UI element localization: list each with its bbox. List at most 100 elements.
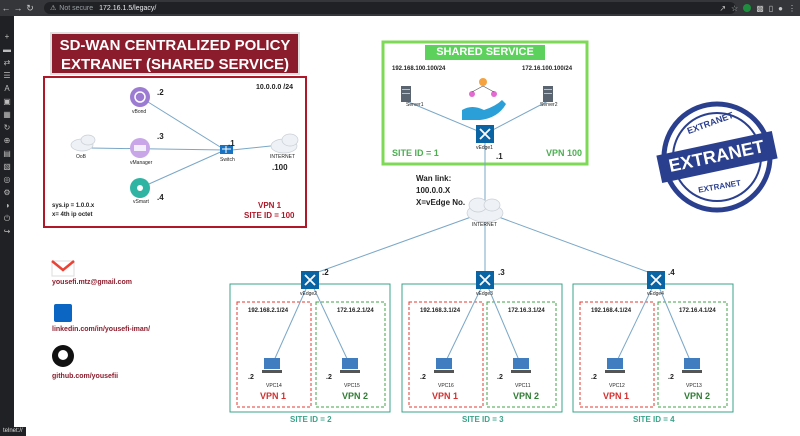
mgmt-internet-label[interactable]: INTERNET	[270, 154, 295, 160]
github-icon	[52, 345, 74, 367]
site3-pc2-ip: .2	[497, 374, 503, 381]
site3-edge-ip: .3	[498, 268, 505, 277]
text-icon[interactable]: A	[4, 84, 10, 93]
gmail-icon	[51, 260, 75, 277]
switch-label[interactable]: Switch	[220, 157, 235, 163]
back-icon[interactable]: ←	[1, 3, 11, 13]
email-text[interactable]: yousefi.mtz@gmail.com	[52, 279, 132, 286]
site2-vpn1-net: 192.168.2.1/24	[248, 308, 289, 314]
site4-vpn2-label: VPN 2	[684, 391, 711, 401]
site2-pc1-label[interactable]: VPC14	[266, 383, 282, 389]
mgmt-vpn: VPN 1	[258, 201, 282, 210]
refresh-icon[interactable]: ↻	[3, 123, 11, 132]
mgmt-subnet: 10.0.0.0 /24	[256, 84, 293, 91]
wan-line1: Wan link:	[416, 174, 452, 183]
title-line2: EXTRANET (SHARED SERVICE)	[60, 56, 290, 73]
site3-edge-label[interactable]: vEdge3	[476, 291, 493, 297]
sidepanel-icon[interactable]: ▯	[768, 3, 774, 13]
menu-icon[interactable]: ⋮	[788, 3, 796, 13]
site2-pc2-label[interactable]: VPC15	[344, 383, 360, 389]
site3-pc1-ip: .2	[420, 374, 426, 381]
vedge4-icon	[647, 271, 665, 289]
vedge1-ip: .1	[496, 152, 503, 161]
vbond-icon	[130, 87, 150, 107]
site4-id: SITE ID = 4	[633, 415, 675, 424]
puzzle-icon[interactable]: ▩	[756, 3, 764, 13]
vpc16-icon	[434, 358, 454, 373]
site2-vpn2-label: VPN 2	[342, 391, 369, 401]
zoom-icon[interactable]: ⊕	[3, 136, 11, 145]
wan-line3: X=vEdge No.	[416, 198, 466, 207]
site2-vpn1-box	[236, 301, 312, 408]
extranet-stamp-icon	[656, 101, 778, 213]
mgmt-internet-ip: .100	[272, 163, 288, 172]
vmanager-label[interactable]: vManager	[130, 160, 153, 166]
site2-id: SITE ID = 2	[290, 415, 332, 424]
logout-icon[interactable]: ↪	[3, 227, 11, 236]
reload-icon[interactable]: ↻	[26, 3, 34, 13]
vpc13-icon	[682, 358, 702, 373]
site3-box	[401, 283, 563, 413]
server1-icon	[401, 86, 411, 102]
title-line1: SD-WAN CENTRALIZED POLICY	[59, 37, 291, 54]
site2-pc2-ip: .2	[326, 374, 332, 381]
site4-pc2-label[interactable]: VPC13	[686, 383, 702, 389]
server2-label[interactable]: Server2	[540, 102, 558, 108]
diagram-title: SD-WAN CENTRALIZED POLICY EXTRANET (SHAR…	[50, 32, 300, 75]
url-text[interactable]: 172.16.1.5/legacy/	[99, 4, 157, 12]
list-icon[interactable]: ☰	[3, 71, 11, 80]
profile-icon[interactable]: ●	[778, 3, 783, 13]
site3-pc2-label[interactable]: VPC11	[515, 383, 531, 389]
shared-vpn: VPN 100	[546, 148, 583, 158]
site3-id: SITE ID = 3	[462, 415, 504, 424]
vsmart-label[interactable]: vSmart	[133, 199, 149, 205]
share-icon[interactable]: ↗	[719, 3, 727, 13]
vbond-label[interactable]: vBond	[132, 109, 147, 115]
site2-edge-ip: .2	[322, 268, 329, 277]
site2-edge-label[interactable]: vEdge2	[300, 291, 317, 297]
node-icon[interactable]: ▬	[3, 45, 11, 54]
theme-icon[interactable]: ◑	[4, 201, 10, 210]
site4-vpn2-net: 172.16.4.1/24	[679, 308, 716, 314]
settings-icon[interactable]: ⚙	[3, 188, 11, 197]
wan-internet-label[interactable]: INTERNET	[472, 222, 497, 228]
power-icon[interactable]: ⏻	[3, 214, 11, 223]
sys-ip-note: x= 4th ip octet	[52, 212, 93, 218]
mgmt-site-id: SITE ID = 100	[244, 211, 295, 220]
site3-pc1-label[interactable]: VPC16	[438, 383, 454, 389]
vbond-ip: .2	[157, 88, 164, 97]
site2-box	[229, 283, 391, 413]
site3-vpn1-box	[408, 301, 484, 408]
links	[89, 96, 693, 366]
vpc12-icon	[605, 358, 625, 373]
server1-label[interactable]: Server1	[406, 102, 424, 108]
vpc14-icon	[262, 358, 282, 373]
add-icon[interactable]: +	[4, 32, 10, 41]
lab-icon[interactable]: ▧	[3, 162, 11, 171]
oob-label[interactable]: OoB	[76, 154, 87, 160]
site4-edge-label[interactable]: vEdge4	[647, 291, 664, 297]
linkedin-text[interactable]: linkedin.com/in/yousefi-iman/	[52, 326, 151, 333]
grid-icon[interactable]: ▦	[3, 110, 11, 119]
config-icon[interactable]: ▤	[3, 149, 11, 158]
warning-icon: ⚠	[50, 5, 57, 12]
server2-icon	[543, 86, 553, 102]
extension-icon[interactable]	[743, 4, 752, 12]
status-icon[interactable]: ◎	[3, 175, 11, 184]
star-icon[interactable]: ☆	[731, 3, 739, 13]
image-icon[interactable]: ▣	[3, 97, 11, 106]
site4-vpn1-label: VPN 1	[603, 391, 630, 401]
site4-pc1-label[interactable]: VPC12	[609, 383, 625, 389]
vmanager-ip: .3	[157, 132, 164, 141]
site2-vpn2-box	[315, 301, 386, 408]
address-bar[interactable]: ⚠ Not secure 172.16.1.5/legacy/	[44, 2, 736, 14]
forward-icon[interactable]: →	[13, 3, 23, 13]
site2-pc1-ip: .2	[248, 374, 254, 381]
vedge1-label[interactable]: vEdge1	[476, 145, 493, 151]
mgmt-site-box	[43, 76, 307, 228]
link-icon[interactable]: ⇄	[3, 58, 11, 67]
site4-vpn2-box	[657, 301, 728, 408]
vedge1-icon	[476, 125, 494, 143]
github-text[interactable]: github.com/yousefii	[52, 373, 119, 380]
